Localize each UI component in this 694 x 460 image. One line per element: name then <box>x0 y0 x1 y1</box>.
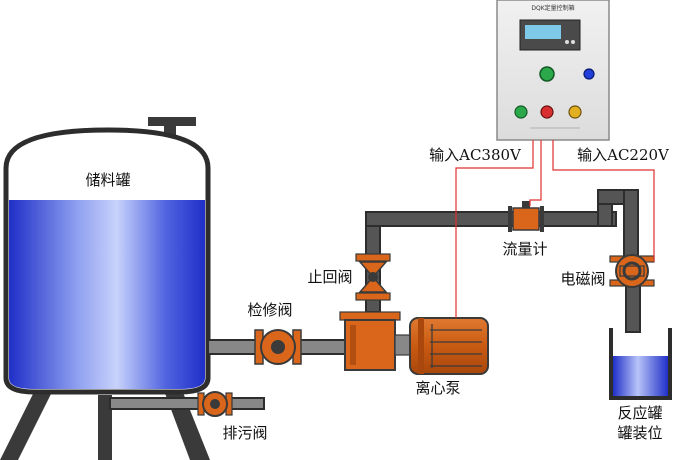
pump-label: 离心泵 <box>415 379 460 397</box>
tank-liquid <box>9 200 205 389</box>
maintenance-valve: 检修阀 <box>247 301 302 365</box>
pipe-to-pump <box>297 339 349 355</box>
flow-meter: 流量计 <box>502 201 548 258</box>
tank-label: 储料罐 <box>85 171 130 189</box>
indicator-red <box>540 105 554 119</box>
input-220v-label: 输入AC220V <box>577 146 670 164</box>
wire-380v <box>455 140 534 318</box>
reactor-liquid <box>613 356 668 396</box>
power-wires <box>455 140 655 318</box>
reactor-label-2: 罐装位 <box>617 424 662 442</box>
reactor-tank: 反应罐 罐装位 <box>609 328 672 442</box>
wire-220v <box>552 140 655 262</box>
control-box-title: DQK定量控制箱 <box>531 4 574 12</box>
solenoid-label: 电磁阀 <box>560 270 605 288</box>
pipe-tank-outlet <box>207 339 261 355</box>
green-start-button <box>539 66 555 82</box>
pipe-drain-out <box>229 397 265 410</box>
indicator-green <box>514 105 528 119</box>
reactor-label-1: 反应罐 <box>617 404 662 422</box>
solenoid-valve: 电磁阀 <box>560 254 655 288</box>
centrifugal-pump: 离心泵 <box>339 311 489 397</box>
drain-valve-label: 排污阀 <box>222 424 267 442</box>
pipe-to-reactor <box>625 281 641 333</box>
check-valve-label: 止回阀 <box>307 268 352 286</box>
blue-indicator <box>583 68 595 80</box>
check-valve: 止回阀 <box>307 253 391 301</box>
wire-flowmeter <box>529 140 542 206</box>
pipe-down <box>623 189 639 261</box>
control-box: DQK定量控制箱 <box>496 0 610 141</box>
maint-valve-label: 检修阀 <box>247 301 292 319</box>
input-380v-label: 输入AC380V <box>429 146 522 164</box>
drain-valve: 排污阀 <box>197 391 268 442</box>
flowmeter-label: 流量计 <box>502 240 547 258</box>
indicator-yellow <box>568 105 582 119</box>
storage-tank: 储料罐 <box>0 117 211 460</box>
pipe-drain <box>109 397 201 410</box>
pipe-top-run <box>365 211 617 227</box>
